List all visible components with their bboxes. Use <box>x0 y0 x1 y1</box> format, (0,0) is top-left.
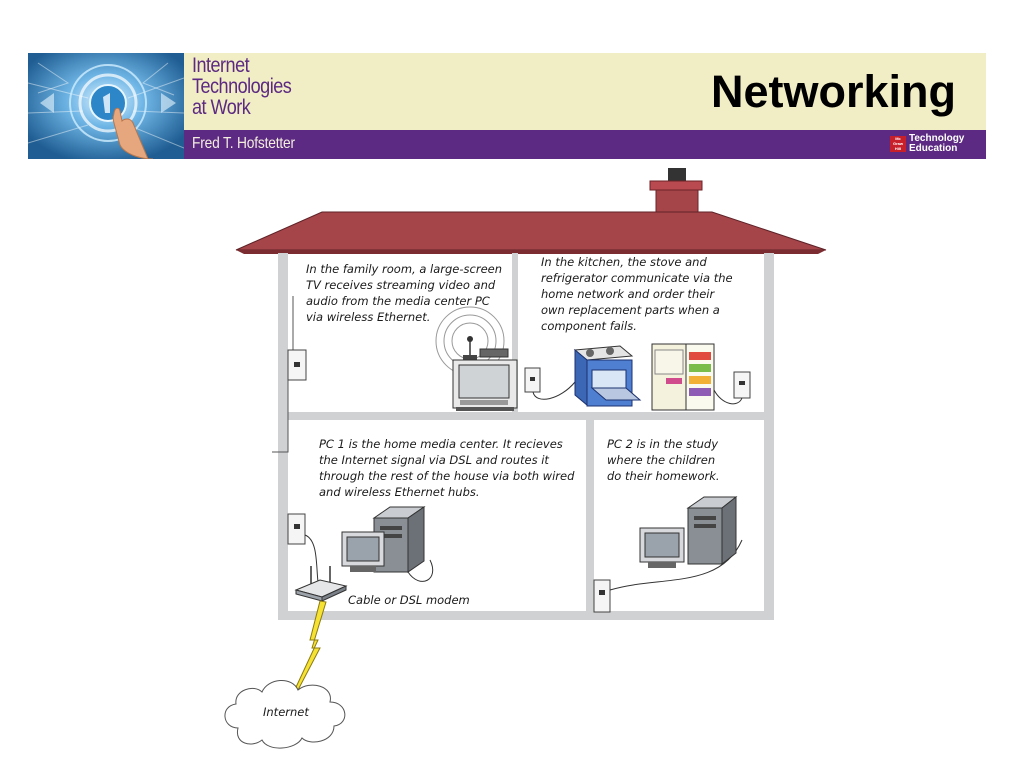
internet-cloud-icon <box>224 680 346 749</box>
caption-line: do their homework. <box>607 469 720 483</box>
caption-line: via wireless Ethernet. <box>306 310 431 324</box>
header-banner: Internet Technologies at Work Fred T. Ho… <box>28 53 986 159</box>
caption-line: and wireless Ethernet hubs. <box>319 485 480 499</box>
publisher-line-1: Technology <box>909 133 965 144</box>
banner-author-strip <box>28 130 986 159</box>
chimney <box>649 168 703 217</box>
caption-line: audio from the media center PC <box>306 294 490 308</box>
banner-background <box>28 53 986 130</box>
modem-icon <box>294 566 348 602</box>
pc2-computer-icon <box>639 495 738 568</box>
tv-icon <box>435 306 518 411</box>
book-cover-icon <box>28 53 184 159</box>
caption-line: component fails. <box>541 319 637 333</box>
pc1-wall-jack-icon <box>287 513 319 583</box>
book-title-line-3: at Work <box>192 96 251 119</box>
caption-line: the Internet signal via DSL and routes i… <box>319 453 549 467</box>
book-title-line-2: Technologies <box>192 75 292 98</box>
caption-line: refrigerator communicate via the <box>541 271 733 285</box>
pc2-caption: PC 2 is in the study where the children … <box>607 436 720 484</box>
publisher-logo: Mc Graw Hill Technology Education <box>890 133 972 155</box>
slide-title: Networking <box>710 66 956 117</box>
book-title-line-1: Internet <box>192 54 250 77</box>
kitchen-wall-jack-2-icon <box>713 371 751 405</box>
caption-line: own replacement parts when a <box>541 303 720 317</box>
wall-jack-icon <box>287 349 307 381</box>
caption-line: through the rest of the house via both w… <box>319 469 575 483</box>
caption-line: TV receives streaming video and <box>306 278 496 292</box>
roof <box>235 211 827 254</box>
caption-line: In the family room, a large-screen <box>306 262 503 276</box>
wall-wiring <box>272 296 294 453</box>
stove-icon <box>573 345 642 407</box>
caption-line: PC 1 is the home media center. It reciev… <box>319 437 563 451</box>
refrigerator-icon <box>651 343 715 411</box>
pc1-computer-icon <box>341 506 434 582</box>
caption-line: where the children <box>607 453 716 467</box>
caption-line: home network and order their <box>541 287 715 301</box>
mcgraw-hill-logo-icon: Mc Graw Hill <box>890 136 906 152</box>
pc1-caption: PC 1 is the home media center. It reciev… <box>319 436 574 500</box>
caption-line: In the kitchen, the stove and <box>541 255 707 269</box>
kitchen-caption: In the kitchen, the stove and refrigerat… <box>541 254 733 334</box>
family-room-caption: In the family room, a large-screen TV re… <box>306 261 502 325</box>
author-name: Fred T. Hofstetter <box>192 135 295 152</box>
caption-line: PC 2 is in the study <box>607 437 718 451</box>
house-walls <box>278 253 774 620</box>
kitchen-wall-jack-icon <box>524 367 576 400</box>
internet-cloud-label: Internet <box>263 705 309 719</box>
publisher-line-2: Education <box>909 143 958 154</box>
modem-label: Cable or DSL modem <box>348 593 470 607</box>
